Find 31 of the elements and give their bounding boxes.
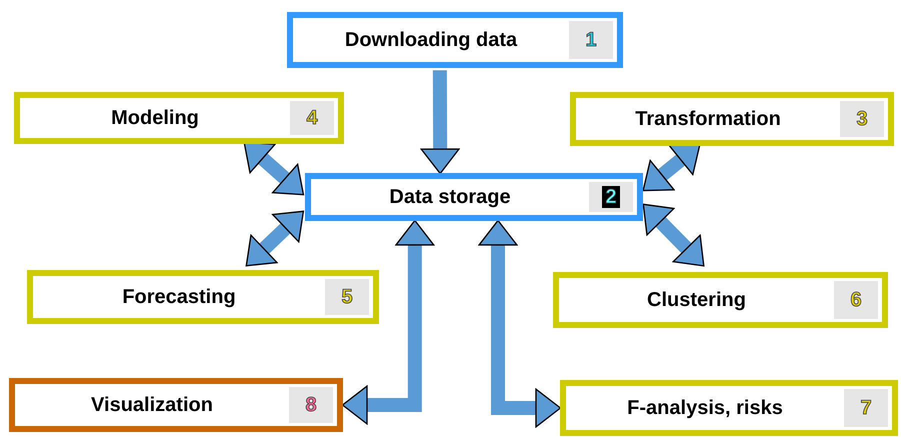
step-number: 6 (834, 281, 878, 319)
block-arrow (246, 210, 304, 266)
process-box (14, 92, 344, 144)
process-box (27, 270, 379, 324)
step-number: 1 (569, 21, 613, 59)
block-arrow (244, 142, 304, 196)
process-box (9, 378, 343, 432)
box-label: Forecasting (121, 284, 237, 310)
box-label: Transformation (634, 106, 782, 132)
box-label: Data storage (388, 184, 512, 210)
block-arrow (342, 220, 434, 425)
process-box (287, 12, 623, 68)
process-box (305, 173, 643, 221)
step-number: 4 (290, 101, 334, 135)
block-arrow (478, 220, 562, 428)
step-number: 2 (589, 182, 633, 212)
process-box (553, 272, 888, 328)
process-box (560, 380, 898, 436)
step-number: 3 (840, 101, 884, 137)
box-label: Visualization (90, 392, 214, 418)
step-number: 5 (325, 279, 369, 315)
block-arrow (642, 204, 704, 267)
process-box (570, 92, 894, 146)
box-label: Downloading data (344, 28, 518, 52)
block-arrow (642, 144, 701, 192)
block-arrow (420, 70, 460, 174)
box-label: Modeling (110, 106, 200, 130)
box-label: Clustering (646, 288, 747, 312)
step-number: 7 (844, 389, 888, 427)
box-label: F-analysis, risks (626, 396, 784, 420)
step-number: 8 (289, 387, 333, 423)
